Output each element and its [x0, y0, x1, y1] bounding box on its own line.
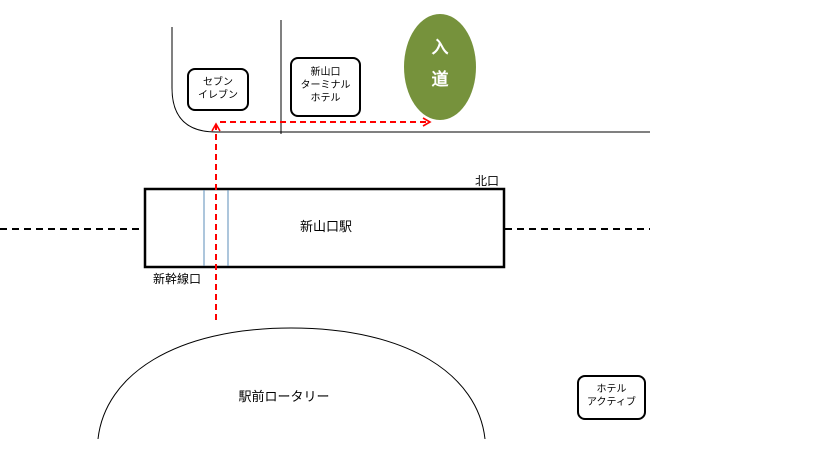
bottom-strip	[0, 447, 650, 460]
terminal-hotel-label: 新山口 ターミナル ホテル	[291, 66, 360, 105]
destination-marker	[404, 14, 476, 120]
road-curve-left	[171, 27, 650, 133]
outside-area	[650, 0, 819, 460]
destination-char1: 入	[431, 38, 449, 58]
hotel-active-line2: アクティブ	[587, 397, 636, 408]
terminal-hotel-line2: ターミナル	[300, 80, 351, 91]
seven-eleven-box	[187, 68, 249, 111]
hotel-active-line1: ホテル	[596, 384, 627, 395]
map-drawing	[0, 14, 650, 440]
terminal-hotel-box	[290, 57, 361, 117]
station-name: 新山口駅	[299, 220, 352, 235]
seven-eleven-line2: イレブン	[198, 90, 238, 101]
hotel-active-label: ホテル アクティブ	[578, 383, 645, 409]
rotary-label: 駅前ロータリー	[238, 390, 330, 405]
station-building	[143, 187, 506, 269]
terminal-hotel-line1: 新山口	[310, 67, 341, 78]
shinkansen-exit-label: 新幹線口	[152, 272, 201, 286]
rotary-ellipse	[97, 327, 486, 440]
seven-eleven-line1: セブン	[203, 77, 233, 88]
hotel-active-box	[577, 375, 646, 420]
seven-eleven-label: セブン イレブン	[188, 76, 248, 102]
north-exit-label: 北口	[474, 174, 499, 188]
terminal-hotel-line3: ホテル	[310, 93, 341, 104]
map-canvas: セブン イレブン 新山口 ターミナル ホテル 入 道 北口 新山口駅 新幹線口 …	[0, 14, 650, 440]
destination-char2: 道	[431, 70, 449, 90]
